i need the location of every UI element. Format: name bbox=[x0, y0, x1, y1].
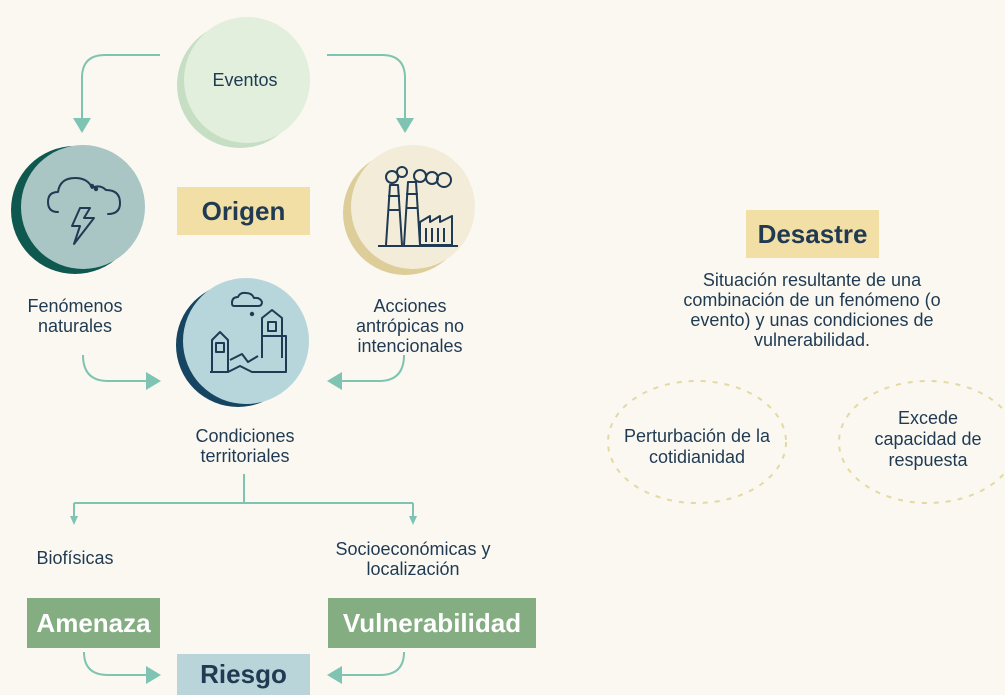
perturbation-ellipse bbox=[607, 380, 787, 504]
houses-landslide-icon bbox=[210, 291, 287, 373]
arrowhead-natural-to-territorial bbox=[146, 372, 161, 390]
socioeconomic-label: Socioeconómicas y localización bbox=[335, 539, 491, 579]
anthropic-actions-label: Acciones antrópicas no intencionales bbox=[355, 296, 465, 356]
vulnerability-label: Vulnerabilidad bbox=[328, 598, 536, 648]
events-label: Eventos bbox=[212, 70, 278, 90]
arrow-anthropic-to-territorial bbox=[337, 354, 405, 382]
arrowhead-anthropic-to-territorial bbox=[327, 372, 342, 390]
territorial-node bbox=[176, 278, 309, 407]
anthropic-node bbox=[343, 145, 475, 275]
factory-icon bbox=[378, 166, 458, 247]
disaster-title: Desastre bbox=[746, 210, 879, 258]
arrowhead-events-to-natural bbox=[73, 118, 91, 133]
arrowhead-threat-to-risk bbox=[146, 666, 161, 684]
arrowhead-socioeconomic bbox=[409, 516, 417, 525]
perturbation-label: Perturbación de la cotidianidad bbox=[623, 426, 771, 467]
events-node bbox=[177, 17, 310, 148]
biophysical-label: Biofísicas bbox=[36, 548, 114, 568]
branch-connector bbox=[73, 474, 414, 518]
risk-label: Riesgo bbox=[177, 654, 310, 695]
arrowhead-biophysical bbox=[70, 516, 78, 525]
storm-cloud-icon bbox=[47, 177, 121, 245]
natural-node bbox=[11, 145, 145, 274]
arrow-events-to-anthropic bbox=[327, 54, 406, 122]
arrow-vulnerability-to-risk bbox=[338, 651, 405, 676]
arrow-natural-to-territorial bbox=[82, 354, 150, 382]
arrow-threat-to-risk bbox=[83, 651, 150, 676]
arrowhead-events-to-anthropic bbox=[396, 118, 414, 133]
disaster-description: Situación resultante de una combinación … bbox=[683, 270, 941, 350]
arrow-events-to-natural bbox=[81, 54, 160, 122]
threat-label: Amenaza bbox=[27, 598, 160, 648]
natural-phenomena-label: Fenómenos naturales bbox=[27, 296, 123, 336]
territorial-conditions-label: Condiciones territoriales bbox=[195, 426, 295, 466]
arrowhead-vulnerability-to-risk bbox=[327, 666, 342, 684]
origin-label: Origen bbox=[177, 187, 310, 235]
capacity-label: Excede capacidad de respuesta bbox=[874, 408, 982, 470]
